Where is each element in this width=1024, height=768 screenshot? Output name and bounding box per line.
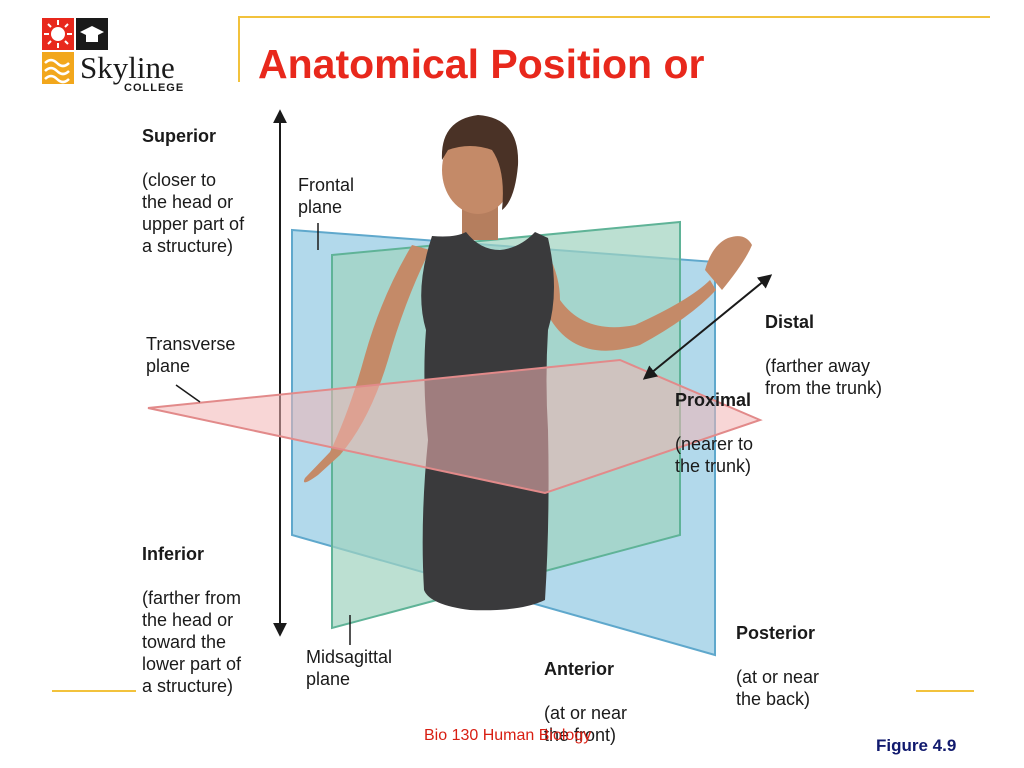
- transverse-plane-label: Transverse plane: [146, 334, 236, 376]
- distal-label: Distal (farther away from the trunk): [765, 289, 882, 421]
- logo-sub: COLLEGE: [124, 82, 185, 94]
- course-name: Bio 130 Human Biology: [424, 727, 592, 744]
- sun-icon: [42, 18, 74, 50]
- proximal-label: Proximal (nearer to the trunk): [675, 367, 753, 499]
- inferior-label: Inferior (farther from the head or towar…: [142, 521, 241, 719]
- midsagittal-plane-label: Midsagittal plane: [306, 647, 393, 689]
- posterior-desc: (at or near the back): [736, 667, 820, 709]
- distal-desc: (farther away from the trunk): [765, 356, 883, 398]
- footer-rule-left: [52, 690, 136, 692]
- distal-term: Distal: [765, 312, 815, 332]
- superior-term: Superior: [142, 126, 217, 146]
- anterior-term: Anterior: [544, 659, 615, 679]
- anterior-label: Anterior (at or near the front): [544, 636, 627, 768]
- posterior-term: Posterior: [736, 623, 816, 643]
- skyline-college-logo: [42, 18, 108, 84]
- transverse-leader-line: [175, 384, 201, 403]
- superior-label: Superior (closer to the head or upper pa…: [142, 103, 244, 279]
- anterior-desc: (at or near the front): [544, 703, 628, 745]
- title-left-rule: [238, 16, 240, 82]
- inferior-desc: (farther from the head or toward the low…: [142, 588, 242, 696]
- distal-proximal-arrow: [642, 274, 773, 380]
- waves-icon: [42, 52, 74, 84]
- footer-rule-right: [916, 690, 974, 692]
- transverse-plane: [147, 358, 763, 495]
- graduation-cap-icon: [76, 18, 108, 50]
- slide-title: Anatomical Position or: [258, 41, 705, 87]
- frontal-plane-label: Frontal plane: [298, 175, 355, 217]
- proximal-desc: (nearer to the trunk): [675, 434, 754, 476]
- logo-name: Skyline: [80, 50, 175, 85]
- figure-number: Figure 4.9: [876, 736, 957, 755]
- posterior-label: Posterior (at or near the back): [736, 600, 819, 732]
- proximal-term: Proximal: [675, 390, 752, 410]
- superior-desc: (closer to the head or upper part of a s…: [142, 170, 245, 256]
- inferior-term: Inferior: [142, 544, 205, 564]
- title-top-rule: [238, 16, 990, 18]
